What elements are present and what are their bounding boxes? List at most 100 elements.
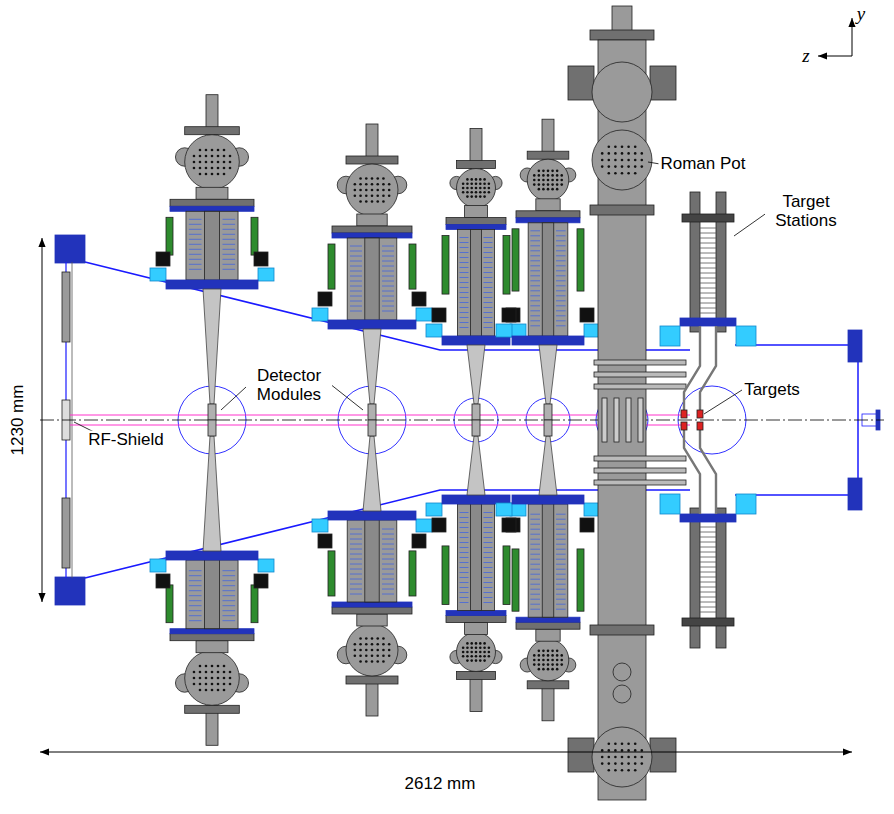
- line: [484, 522, 493, 523]
- pin-dot: [614, 146, 617, 149]
- line: [350, 584, 362, 585]
- line: [460, 517, 469, 518]
- line: [556, 559, 566, 560]
- pin-dot: [601, 165, 604, 168]
- pin-dot: [551, 174, 554, 177]
- line: [189, 590, 202, 591]
- pin-dot: [217, 161, 220, 164]
- part: [166, 280, 258, 289]
- part: [254, 252, 268, 266]
- pin-dot: [547, 170, 550, 173]
- part: [577, 229, 584, 291]
- pin-dot: [542, 174, 545, 177]
- pin-dot: [621, 159, 624, 162]
- pin-dot: [560, 179, 563, 182]
- part: [156, 574, 170, 588]
- line: [460, 277, 469, 278]
- pin-dot: [466, 195, 469, 198]
- line: [530, 599, 540, 600]
- part: [457, 504, 494, 611]
- line: [484, 537, 493, 538]
- line: [852, 18, 853, 56]
- line: [704, 390, 742, 414]
- axes: [818, 18, 852, 56]
- pin-dot: [634, 146, 637, 149]
- pin-dot: [621, 172, 624, 175]
- line: [530, 315, 540, 316]
- pin-dot: [634, 152, 637, 155]
- pin-dot: [229, 671, 232, 674]
- line: [484, 527, 493, 528]
- label: Targets: [742, 381, 802, 400]
- pin-dot: [634, 762, 637, 765]
- pin-dot: [365, 637, 368, 640]
- pin-dot: [382, 660, 385, 663]
- pin-dot: [556, 179, 559, 182]
- part: [204, 560, 219, 629]
- pin-dot: [371, 637, 374, 640]
- line: [460, 237, 469, 238]
- pin-dot: [608, 749, 611, 752]
- line: [484, 322, 493, 323]
- part: [416, 519, 432, 532]
- pin-dot: [627, 152, 630, 155]
- line: [530, 305, 540, 306]
- pin-dot: [466, 178, 469, 181]
- pin-dot: [193, 155, 196, 158]
- pin-dot: [462, 646, 465, 649]
- pin-dot: [621, 743, 624, 746]
- line: [530, 260, 540, 261]
- pin-dot: [359, 654, 362, 657]
- pin-dot: [365, 200, 368, 203]
- pin-dot: [547, 174, 550, 177]
- pin-dot: [211, 161, 214, 164]
- pin-dot: [229, 161, 232, 164]
- pin-dot: [551, 654, 554, 657]
- pin-dot: [479, 182, 482, 185]
- part: [465, 623, 488, 635]
- part: [590, 625, 654, 635]
- part: [166, 585, 173, 623]
- part: [660, 494, 680, 514]
- line: [556, 305, 566, 306]
- part: [544, 404, 552, 420]
- pin-dot: [359, 660, 362, 663]
- part: [254, 574, 268, 588]
- part: [690, 508, 700, 648]
- part: [681, 410, 687, 418]
- line: [382, 266, 394, 267]
- line: [189, 269, 202, 270]
- line: [460, 287, 469, 288]
- line: [189, 575, 202, 576]
- module-support: [467, 345, 485, 404]
- part: [682, 214, 734, 222]
- line: [530, 594, 540, 595]
- pin-dot: [538, 188, 541, 191]
- pin-dot: [199, 677, 202, 680]
- pin-dot: [199, 683, 202, 686]
- part: [332, 233, 412, 238]
- label: y: [855, 3, 867, 25]
- line: [700, 430, 716, 514]
- line: [460, 582, 469, 583]
- pin-dot: [193, 671, 196, 674]
- line: [460, 602, 469, 603]
- line: [189, 610, 202, 611]
- line: [700, 577, 716, 578]
- pin-dot: [365, 649, 368, 652]
- line: [484, 297, 493, 298]
- part: [568, 738, 594, 772]
- pin-dot: [371, 660, 374, 663]
- part: [258, 268, 274, 281]
- part: [368, 420, 376, 436]
- pin-dot: [466, 187, 469, 190]
- line: [484, 602, 493, 603]
- part: [716, 192, 726, 332]
- part: [170, 634, 254, 641]
- pin-dot: [627, 146, 630, 149]
- pin-dot: [483, 655, 486, 658]
- line: [460, 522, 469, 523]
- pin-dot: [634, 756, 637, 759]
- pin-dot: [483, 191, 486, 194]
- part: [527, 639, 569, 681]
